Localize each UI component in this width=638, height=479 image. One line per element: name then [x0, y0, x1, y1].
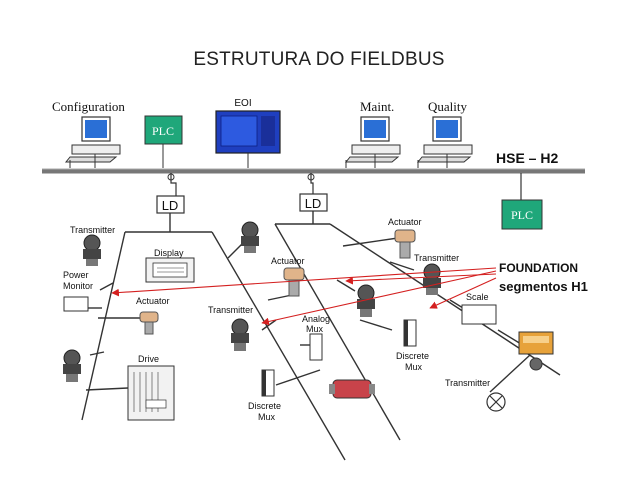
- drive-device: [127, 365, 175, 421]
- hse-label: HSE – H2: [496, 150, 558, 166]
- display-label: Display: [154, 248, 184, 258]
- transmitter-4-label: Transmitter: [445, 378, 490, 388]
- maint-label: Maint.: [360, 99, 394, 114]
- analog-mux-label-1: Analog: [302, 314, 330, 324]
- valve-symbol: [486, 392, 506, 412]
- discrete-mux-2-label-2: Mux: [405, 362, 423, 372]
- analog-mux: [309, 333, 323, 361]
- quality-label: Quality: [428, 99, 467, 114]
- transmitter-1: [83, 234, 101, 266]
- ld-right-label: LD: [305, 196, 322, 211]
- transmitter-1-label: Transmitter: [70, 225, 115, 235]
- transmitter-3-label: Transmitter: [414, 253, 459, 263]
- actuator-1-label: Actuator: [136, 296, 170, 306]
- actuator-3-label: Actuator: [388, 217, 422, 227]
- h1-segments: [81, 211, 561, 461]
- transmitter-3: [423, 263, 441, 295]
- analyzer-device: [518, 331, 554, 371]
- actuator-2-label: Actuator: [271, 256, 305, 266]
- flowmeter: [329, 379, 375, 399]
- quality-workstation: [416, 116, 473, 168]
- power-monitor-label-2: Monitor: [63, 281, 93, 291]
- transmitter-2-label: Transmitter: [208, 305, 253, 315]
- page-title: ESTRUTURA DO FIELDBUS: [193, 49, 445, 70]
- drive-label: Drive: [138, 354, 159, 364]
- eoi-panel: [215, 110, 281, 168]
- discrete-mux-1-label-2: Mux: [258, 412, 276, 422]
- discrete-mux-1: [261, 369, 275, 397]
- plc-top-label: PLC: [152, 124, 174, 138]
- scale-device: [461, 304, 497, 325]
- transmitter-left-low: [63, 349, 81, 382]
- transmitter-top-center: [241, 221, 259, 253]
- callout-arrows: [111, 267, 497, 326]
- transmitter-mid-right: [357, 284, 375, 317]
- configuration-workstation: [64, 116, 121, 168]
- power-monitor: [63, 296, 89, 312]
- configuration-label: Configuration: [52, 99, 125, 114]
- plc-right: [501, 173, 543, 230]
- plc-top: [144, 115, 183, 168]
- callout-foundation: FOUNDATION: [499, 261, 578, 275]
- analog-mux-label-2: Mux: [306, 324, 324, 334]
- hse-bus: [42, 168, 585, 174]
- discrete-mux-1-label-1: Discrete: [248, 401, 281, 411]
- callout-segments: segmentos H1: [499, 279, 588, 294]
- actuator-3: [394, 229, 416, 259]
- display-device: [145, 257, 195, 283]
- actuator-2: [283, 267, 305, 297]
- maint-workstation: [344, 116, 401, 168]
- plc-right-label: PLC: [511, 208, 533, 222]
- ld-left-label: LD: [162, 198, 179, 213]
- scale-label: Scale: [466, 292, 489, 302]
- discrete-mux-2-label-1: Discrete: [396, 351, 429, 361]
- power-monitor-label-1: Power: [63, 270, 89, 280]
- transmitter-2: [231, 318, 249, 351]
- eoi-label: EOI: [234, 98, 251, 109]
- ld-left: [156, 173, 185, 214]
- actuator-1: [139, 311, 159, 335]
- discrete-mux-2: [403, 319, 417, 347]
